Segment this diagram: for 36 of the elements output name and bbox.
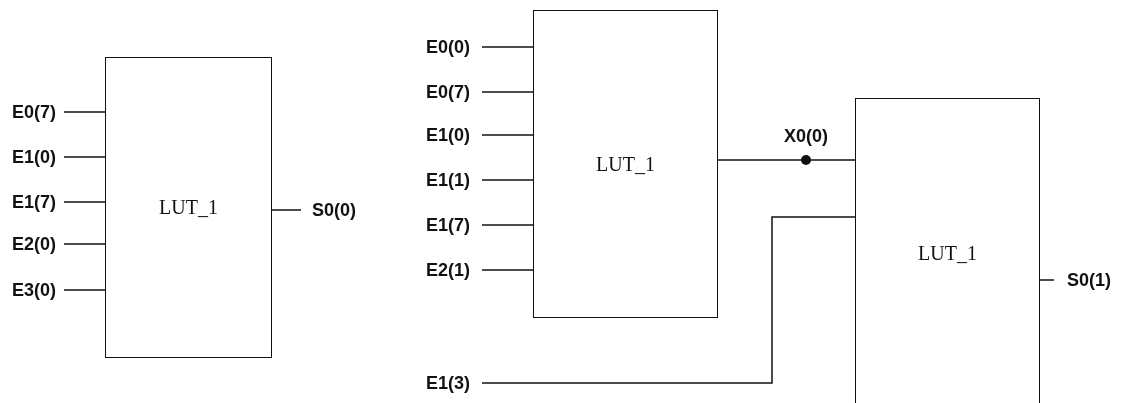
lut-block: [855, 98, 1040, 403]
signal-label: S0(0): [312, 199, 356, 221]
wire: [63, 289, 106, 291]
wire: [63, 111, 106, 113]
wire: [1039, 279, 1055, 281]
signal-label: E1(1): [426, 169, 470, 191]
wire: [63, 243, 106, 245]
lut-block: [533, 10, 718, 318]
wire: [63, 156, 106, 158]
block-label: LUT_1: [596, 152, 655, 176]
wire: [481, 269, 534, 271]
signal-label: E0(0): [426, 36, 470, 58]
wire: [481, 179, 534, 181]
wire: [481, 216, 856, 384]
block-label: LUT_1: [159, 196, 218, 219]
block-label: LUT_1: [918, 241, 977, 265]
signal-label: E1(0): [12, 146, 56, 168]
edge-label: X0(0): [782, 126, 830, 147]
wire: [481, 224, 534, 226]
wire: [63, 201, 106, 203]
wire: [481, 91, 534, 93]
signal-label: E0(7): [12, 101, 56, 123]
signal-label: E2(0): [12, 233, 56, 255]
signal-label: E1(7): [12, 191, 56, 213]
signal-label: S0(1): [1067, 269, 1111, 291]
signal-label: E1(7): [426, 214, 470, 236]
signal-label: E2(1): [426, 259, 470, 281]
lut-block: [105, 57, 272, 358]
signal-label: E1(0): [426, 124, 470, 146]
wire: [481, 46, 534, 48]
wire: [717, 159, 856, 161]
wire: [271, 209, 302, 211]
wire: [481, 134, 534, 136]
signal-label: E3(0): [12, 279, 56, 301]
signal-label: E1(3): [426, 372, 470, 394]
signal-label: E0(7): [426, 81, 470, 103]
